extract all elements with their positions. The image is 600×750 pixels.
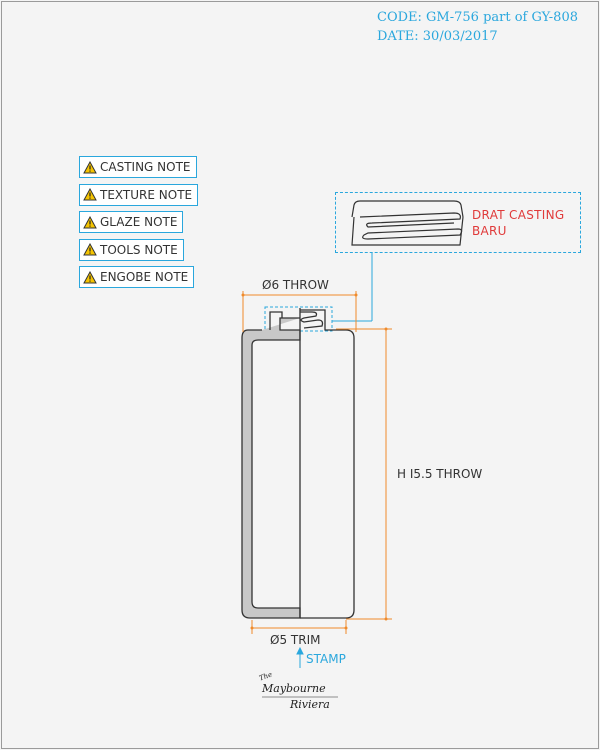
detail-callout: DRAT CASTING BARU — [335, 192, 581, 253]
stamp-label: STAMP — [306, 652, 346, 666]
note-casting[interactable]: CASTING NOTE — [79, 156, 197, 178]
top-width-dimension: Ø6 THROW — [262, 278, 329, 292]
warning-icon — [83, 215, 97, 228]
note-tools[interactable]: TOOLS NOTE — [79, 238, 184, 261]
note-glaze[interactable]: GLAZE NOTE — [79, 211, 184, 233]
note-label: TOOLS NOTE — [100, 242, 178, 257]
title-block: CODE: GM-756 part of GY-808 DATE: 30/03/… — [377, 8, 578, 46]
note-label: CASTING NOTE — [100, 160, 191, 174]
vase-body — [241, 308, 355, 619]
note-texture[interactable]: TEXTURE NOTE — [79, 183, 199, 206]
warning-icon — [83, 270, 97, 283]
notes-list: CASTING NOTE TEXTURE NOTE GLAZE NOTE TOO… — [79, 156, 199, 294]
note-label: GLAZE NOTE — [100, 215, 178, 229]
code-label: CODE: GM-756 part of GY-808 — [377, 10, 578, 25]
callout-text: DRAT CASTING BARU — [472, 207, 564, 239]
note-label: ENGOBE NOTE — [100, 270, 189, 284]
note-engobe[interactable]: ENGOBE NOTE — [79, 266, 195, 288]
warning-icon — [83, 243, 97, 256]
neck-detail-box — [264, 306, 333, 332]
stamp-arrow — [296, 646, 304, 668]
height-dimension: H I5.5 THROW — [397, 467, 483, 481]
callout-line-2: BARU — [472, 224, 507, 238]
thread-detail-drawing — [351, 200, 464, 246]
callout-line-1: DRAT CASTING — [472, 208, 565, 222]
logo-line-1: The — [258, 670, 273, 682]
dimension-lines — [242, 291, 392, 634]
logo: The Maybourne Riviera — [258, 670, 338, 711]
bottom-width-dimension: Ø5 TRIM — [270, 633, 321, 647]
warning-icon — [83, 160, 97, 173]
logo-line-2: Maybourne — [261, 682, 326, 695]
callout-leader — [332, 252, 373, 322]
dimension-ticks — [241, 293, 388, 630]
warning-icon — [83, 188, 97, 201]
date-label: DATE: 30/03/2017 — [377, 29, 498, 44]
logo-line-3: Riviera — [289, 698, 330, 711]
note-label: TEXTURE NOTE — [100, 187, 193, 202]
